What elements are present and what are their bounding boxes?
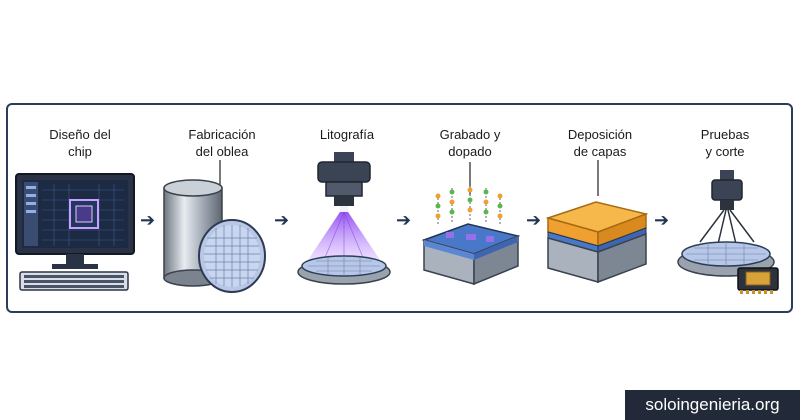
stage-label-line: chip bbox=[68, 144, 92, 159]
stage-label-etching: Grabado y dopado bbox=[420, 126, 520, 160]
stage-label-deposition: Deposición de capas bbox=[550, 126, 650, 160]
stage-label-line: Litografía bbox=[319, 127, 375, 142]
stage-label-line: dopado bbox=[448, 144, 492, 159]
layer-deposition-icon bbox=[545, 201, 649, 284]
computer-chip-design-icon bbox=[15, 173, 135, 291]
arrow-right-icon: ➔ bbox=[396, 210, 412, 230]
stage-label-line: Pruebas bbox=[700, 127, 750, 142]
stage-label-testing: Pruebas y corte bbox=[680, 126, 770, 160]
brand-watermark: soloingenieria.org bbox=[625, 390, 800, 420]
arrow-right-icon: ➔ bbox=[526, 210, 542, 230]
lithography-machine-icon bbox=[297, 152, 391, 285]
process-panel bbox=[6, 103, 793, 313]
silicon-ingot-wafer-icon bbox=[163, 179, 266, 293]
stage-label-line: y corte bbox=[705, 144, 745, 159]
stage-label-line: del oblea bbox=[195, 144, 249, 159]
stage-label-line: Grabado y bbox=[439, 127, 501, 142]
arrow-right-icon: ➔ bbox=[654, 210, 670, 230]
stage-label-wafer: Fabricación del oblea bbox=[172, 126, 272, 160]
stage-label-line: de capas bbox=[573, 144, 627, 159]
stage-label-line: Diseño del bbox=[49, 127, 111, 142]
arrow-right-icon: ➔ bbox=[274, 210, 290, 230]
arrow-right-icon: ➔ bbox=[140, 210, 156, 230]
stage-label-design: Diseño del chip bbox=[35, 126, 125, 160]
stage-label-line: Fabricación bbox=[188, 127, 256, 142]
testing-probe-icon bbox=[677, 170, 779, 294]
stage-label-lithography: Litografía bbox=[302, 126, 392, 143]
stage-label-line: Deposición bbox=[567, 127, 633, 142]
etching-doping-icon bbox=[421, 186, 521, 286]
